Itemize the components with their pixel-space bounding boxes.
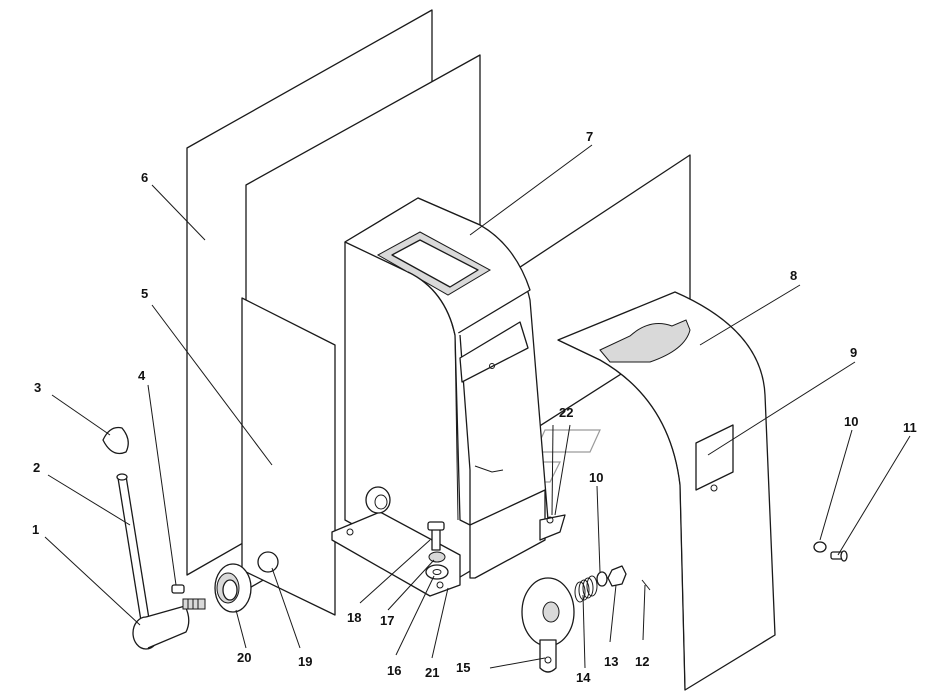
part-4-key [171, 584, 185, 594]
callout-labels: 1 2 3 4 5 6 7 8 9 10 10 11 12 13 14 15 1… [32, 129, 917, 685]
leader-lines [44, 144, 911, 669]
callout-13: 13 [604, 654, 618, 669]
callout-19: 19 [298, 654, 312, 669]
part-10-washer-center [596, 571, 608, 587]
part-19-grommet [257, 551, 279, 573]
callout-7: 7 [586, 129, 593, 144]
callout-15: 15 [456, 660, 470, 675]
part-15-cam-disk [521, 577, 575, 673]
part-10-11-fastener-set [813, 541, 848, 562]
callout-1: 1 [32, 522, 39, 537]
part-8-outer-cover [557, 291, 776, 691]
callout-9: 9 [850, 345, 857, 360]
part-17-lock-washer [428, 551, 446, 563]
callout-17: 17 [380, 613, 394, 628]
part-14-spring [574, 575, 598, 603]
part-5-cover-sheet [241, 297, 336, 616]
callout-6: 6 [141, 170, 148, 185]
callout-3: 3 [34, 380, 41, 395]
callout-16: 16 [387, 663, 401, 678]
callout-18: 18 [347, 610, 361, 625]
callout-14: 14 [576, 670, 591, 685]
part-18-bolt [431, 527, 441, 551]
callout-21: 21 [425, 665, 439, 680]
part-7-bracket-housing [331, 197, 566, 597]
callout-10-right: 10 [844, 414, 858, 429]
callout-5: 5 [141, 286, 148, 301]
part-20-bushing [214, 563, 252, 613]
part-3-knob [102, 426, 129, 455]
pivot-boss [365, 486, 391, 514]
callout-10-center: 10 [589, 470, 603, 485]
callout-12: 12 [635, 654, 649, 669]
cover-key-slot [599, 319, 691, 363]
callout-8: 8 [790, 268, 797, 283]
part-9-window [695, 424, 734, 491]
callout-22: 22 [559, 405, 573, 420]
part-12-cotter-pin [641, 579, 651, 591]
part-10-washer [813, 541, 827, 553]
part-1-lever-hub [132, 598, 206, 650]
part-13-castle-nut [607, 565, 627, 587]
callout-2: 2 [33, 460, 40, 475]
callout-11: 11 [903, 420, 917, 435]
callout-20: 20 [237, 650, 251, 665]
part-2-lever-rod [116, 473, 151, 628]
part-16-washer [425, 564, 449, 580]
callout-4: 4 [138, 368, 146, 383]
